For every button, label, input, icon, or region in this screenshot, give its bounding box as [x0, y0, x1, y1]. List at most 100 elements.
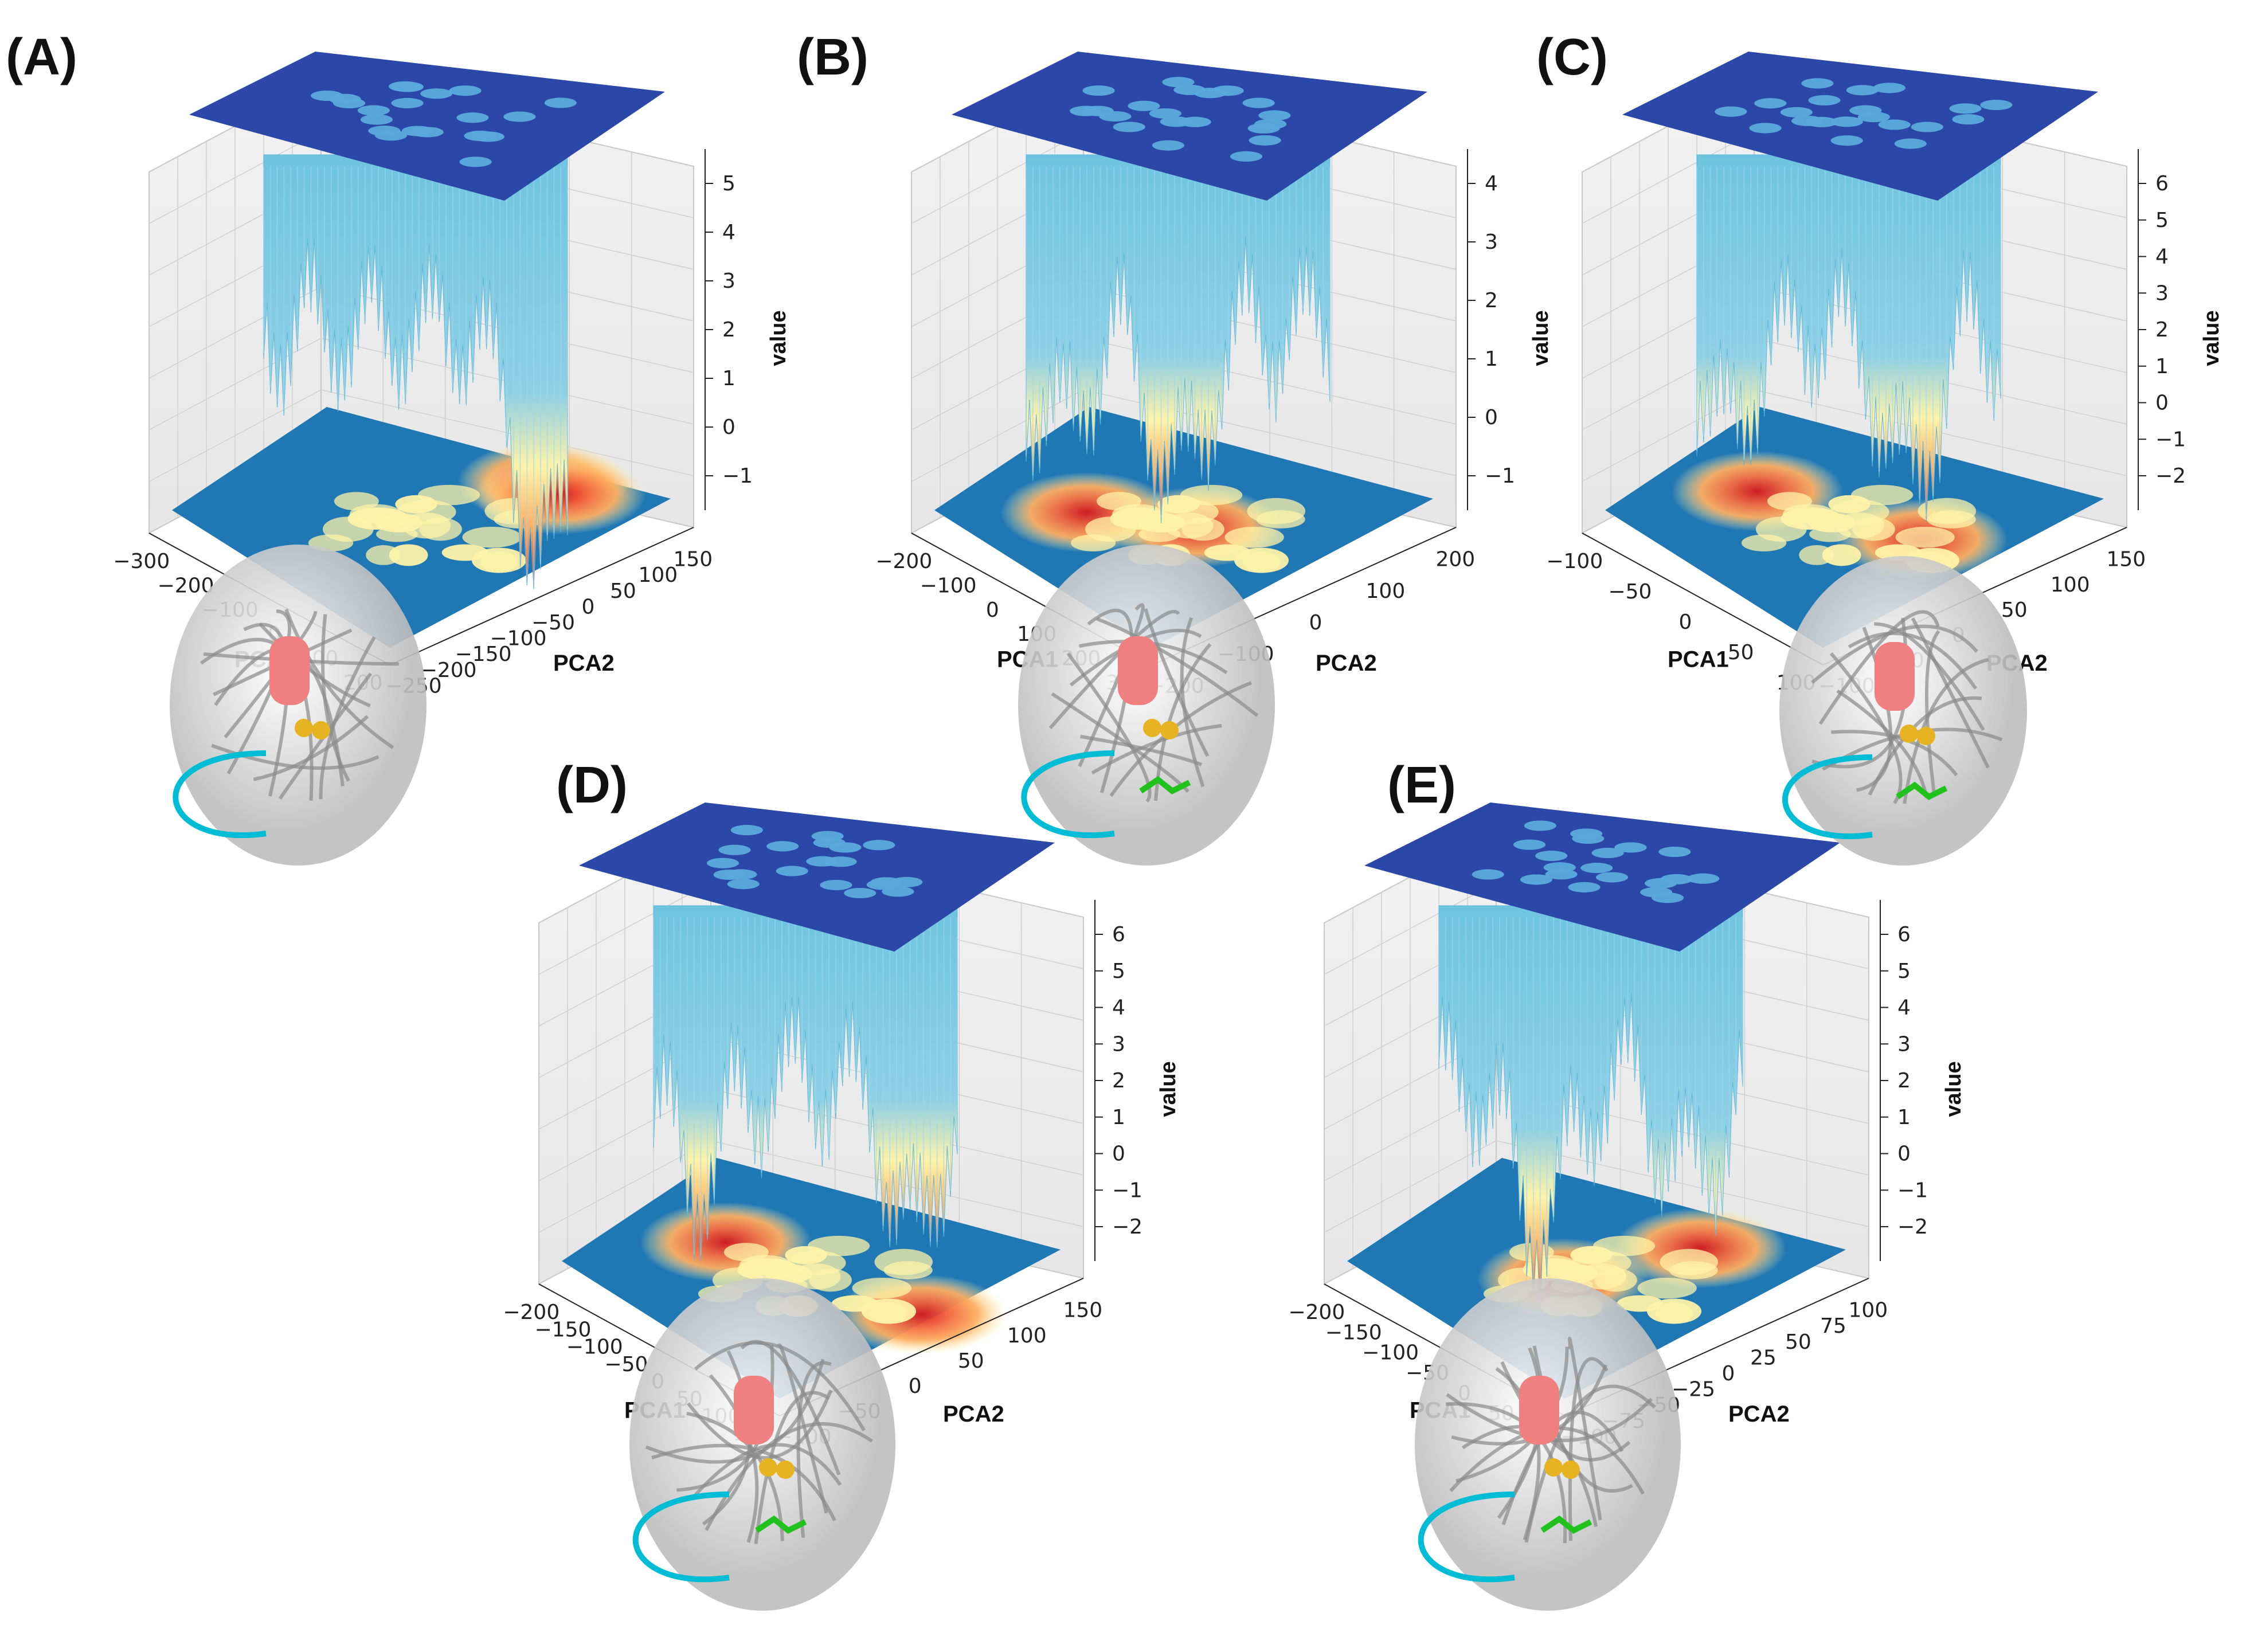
top-plane-speck	[882, 886, 914, 897]
top-plane-speck	[1572, 833, 1605, 844]
density-speck	[1224, 526, 1284, 548]
top-plane-speck	[1162, 77, 1195, 88]
density-speck	[831, 1295, 878, 1312]
protein-structure-icon	[1018, 545, 1275, 866]
z-tick-label: −2	[1897, 1215, 1928, 1239]
top-plane-speck	[1808, 95, 1841, 105]
density-speck	[1895, 526, 1955, 548]
y-tick-label: 0	[581, 595, 594, 618]
ion-sphere	[1160, 721, 1179, 739]
top-plane-speck	[420, 88, 453, 99]
top-plane-speck	[1949, 103, 1982, 114]
z-axis-label: value	[1942, 1061, 1966, 1117]
helix-highlight	[1118, 636, 1158, 705]
loop-highlight	[1418, 1492, 1515, 1583]
y-tick-label: 150	[1063, 1299, 1102, 1322]
top-plane	[189, 52, 665, 201]
top-plane-speck	[1980, 100, 2013, 111]
top-plane-speck	[391, 97, 424, 108]
ion-sphere	[312, 721, 330, 739]
top-plane-speck	[806, 856, 839, 867]
z-tick-label: −1	[2155, 428, 2186, 451]
y-tick-label: 150	[2106, 548, 2146, 571]
energy-surface	[1438, 905, 1743, 1312]
top-plane-speck	[718, 844, 751, 855]
top-plane-speck	[1258, 110, 1291, 121]
top-plane-speck	[1830, 135, 1863, 146]
panel-letter: (B)	[797, 29, 868, 86]
top-plane-speck	[1242, 97, 1275, 108]
z-tick-label: 0	[2155, 392, 2169, 415]
y-tick-label: 25	[1750, 1346, 1777, 1369]
z-tick-label: 3	[1112, 1032, 1125, 1056]
top-plane-speck	[1543, 862, 1576, 873]
density-speck	[1204, 544, 1251, 561]
density-speck	[1617, 1295, 1664, 1312]
top-plane-speck	[727, 879, 760, 890]
ion-sphere	[1917, 727, 1935, 745]
top-plane-speck	[811, 831, 844, 841]
helix-highlight	[1519, 1376, 1559, 1444]
density-speck	[1110, 507, 1172, 530]
top-plane-speck	[1846, 85, 1879, 96]
top-plane-speck	[1230, 151, 1263, 162]
top-plane-speck	[389, 81, 421, 92]
x-tick-label: −50	[1608, 580, 1652, 604]
ligand	[1896, 781, 1948, 800]
x-tick-label: −100	[566, 1336, 623, 1359]
panel-c: −100−50050100−100−50050100150−2−10123456…	[1536, 29, 2224, 698]
z-tick-label: 4	[2155, 245, 2169, 269]
y-tick-label: 0	[1309, 611, 1322, 635]
ligand	[1540, 1515, 1592, 1534]
top-plane-speck	[1873, 83, 1905, 93]
z-tick-label: 4	[722, 221, 735, 244]
z-tick-label: −2	[2155, 464, 2186, 488]
panel-letter: (C)	[1536, 29, 1608, 86]
panel-letter: (E)	[1387, 757, 1456, 814]
y-tick-label: −25	[1672, 1378, 1715, 1402]
x-tick-label: −50	[604, 1353, 648, 1376]
z-tick-label: 6	[2155, 172, 2169, 195]
energy-surface	[263, 154, 568, 589]
x-tick-label: −200	[875, 550, 932, 573]
loop-highlight	[173, 750, 267, 839]
density-speck	[1669, 1261, 1718, 1279]
x-tick-label: −150	[535, 1318, 592, 1341]
ion-sphere	[1544, 1458, 1563, 1477]
top-plane-speck	[1152, 140, 1184, 151]
top-plane-speck	[870, 877, 903, 888]
z-tick-label: 2	[1112, 1069, 1125, 1093]
z-tick-label: 0	[1485, 406, 1498, 429]
top-plane-speck	[730, 825, 763, 836]
x-tick-label: −200	[1288, 1301, 1345, 1324]
z-tick-label: 1	[1897, 1106, 1911, 1129]
ion-sphere	[759, 1458, 777, 1477]
top-plane	[579, 802, 1055, 952]
top-plane-speck	[1749, 123, 1782, 134]
z-tick-label: 0	[1897, 1142, 1911, 1166]
energy-surface	[1696, 154, 2001, 522]
top-plane-speck	[776, 866, 808, 876]
top-plane-speck	[1249, 135, 1281, 146]
y-tick-label: 50	[610, 580, 636, 603]
top-plane-speck	[1857, 112, 1890, 123]
top-plane-speck	[1520, 874, 1552, 885]
top-plane-speck	[820, 879, 852, 890]
loop-highlight	[632, 1492, 730, 1583]
density-speck	[441, 544, 488, 561]
density-minimum	[1614, 1208, 1787, 1289]
top-plane-speck	[1149, 108, 1181, 119]
top-plane-speck	[1524, 820, 1556, 831]
z-tick-label: 5	[2155, 209, 2169, 232]
top-plane-speck	[456, 112, 489, 123]
top-plane-speck	[1952, 114, 1985, 125]
top-plane-speck	[1082, 85, 1115, 96]
z-tick-label: 4	[1112, 996, 1125, 1020]
top-plane-speck	[1780, 107, 1813, 118]
top-plane-speck	[375, 130, 408, 141]
y-axis-label: PCA2	[1316, 651, 1377, 676]
top-plane-speck	[1580, 863, 1613, 874]
protein-structure-icon	[170, 545, 426, 866]
y-tick-label: −50	[531, 611, 575, 635]
protein-structure-icon	[629, 1278, 895, 1611]
